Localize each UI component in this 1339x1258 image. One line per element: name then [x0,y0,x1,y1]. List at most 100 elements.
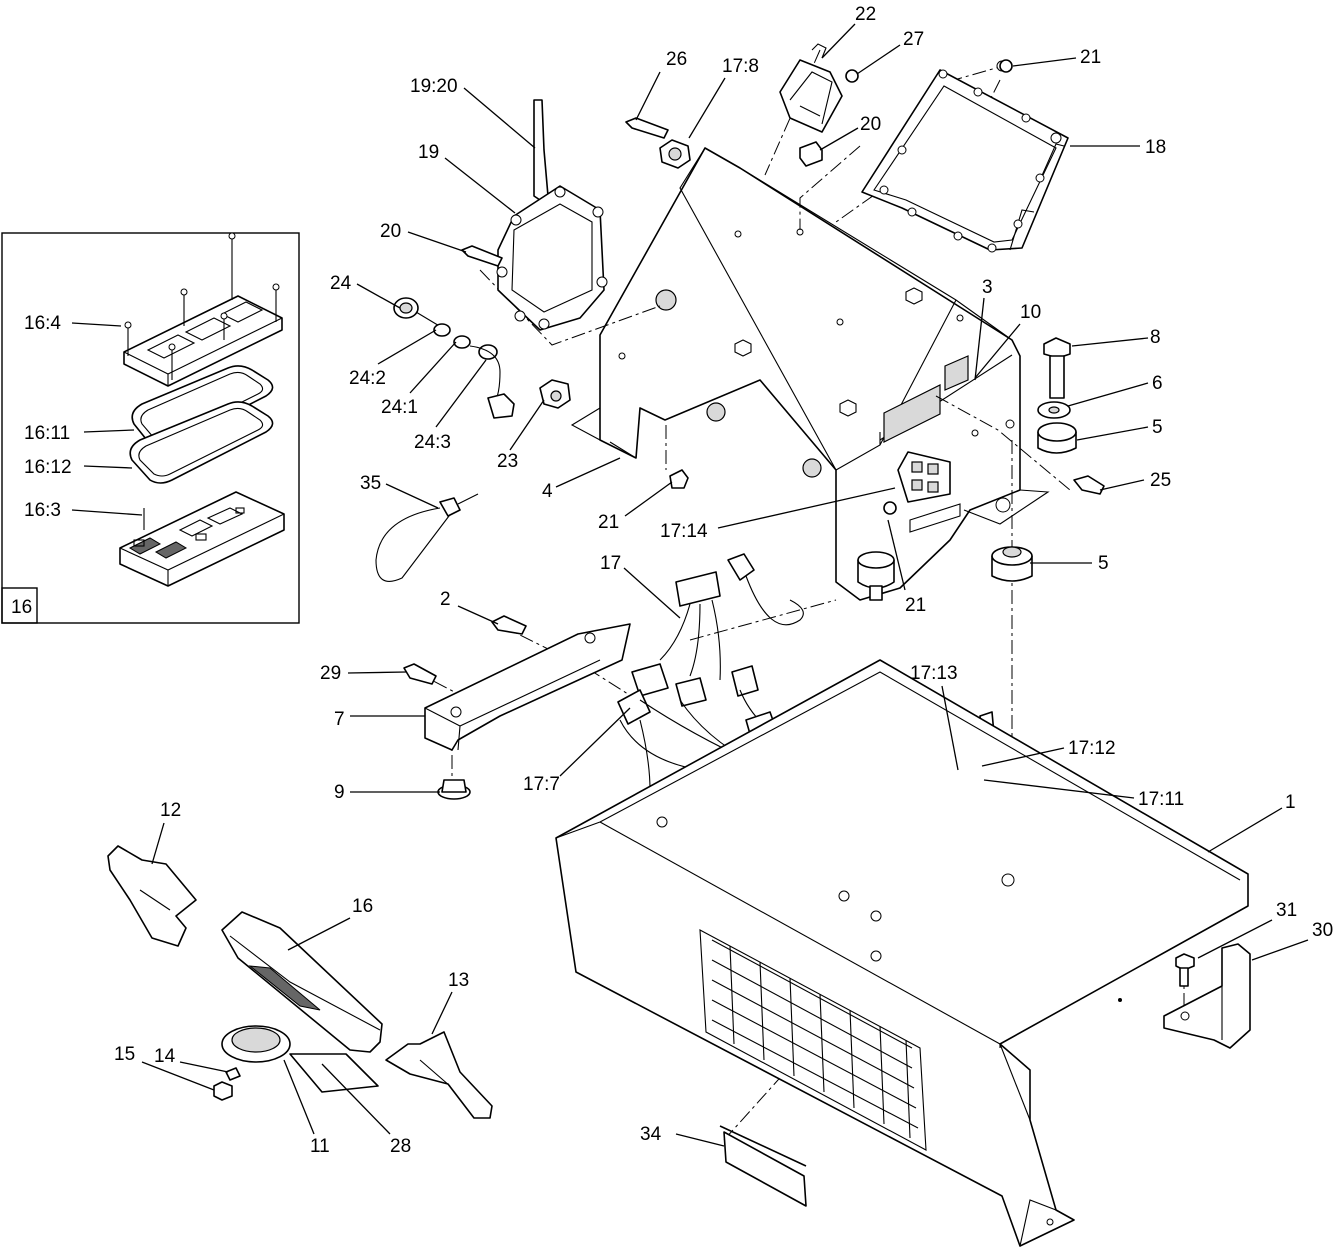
nut-21-right [883,501,897,515]
vent-grille [699,929,927,1151]
leader-line-c-15 [141,1061,215,1091]
cable-tie-35 [375,493,479,582]
leader-line-c-25 [1099,479,1145,491]
callout-label-c-24-3: 24:3 [414,432,451,453]
bolt-2 [491,615,527,635]
leader-line-c-27 [856,44,901,75]
callout-label-c-20a: 20 [860,114,881,135]
mount-disc-11 [221,1025,291,1063]
callout-label-c-29: 29 [320,663,341,684]
callout-label-c-26: 26 [666,49,687,70]
bolt-25 [1073,475,1105,495]
nut-21-top [999,59,1013,73]
leader-line-c-17-11 [983,779,1135,799]
leader-line-i-16-12 [83,465,133,469]
callout-label-c-19-20: 19:20 [410,76,458,97]
callout-label-c-12: 12 [160,800,181,821]
leader-line-c-3 [974,297,985,381]
leader-line-c-1 [1207,807,1283,853]
leader-line-c-4 [555,457,621,488]
cable-connector-24 [393,297,515,419]
leader-line-c-17-12 [981,747,1065,767]
callout-label-c-17-14: 17:14 [660,521,708,542]
leader-line-c-26 [635,71,661,121]
isolator-5-bottom [991,546,1033,582]
bracket-30 [1163,943,1251,1049]
isolator-under-bracket [857,551,895,601]
antenna-module-19 [496,99,608,331]
screw-15 [213,1081,233,1101]
callout-label-c-24-1: 24:1 [381,397,418,418]
callout-label-c-15: 15 [114,1044,135,1065]
callout-label-c-14: 14 [154,1046,176,1067]
callout-label-c-5a: 5 [1152,417,1163,438]
inset-circuit-board [119,491,285,587]
leader-line-c-34 [675,1133,725,1147]
decal-34 [723,1131,807,1207]
inset-tag-label: 16 [11,597,32,618]
enclosure-1 [555,659,1249,1247]
callout-label-c-17-11: 17:11 [1138,789,1184,810]
leader-line-c-21c [887,519,906,591]
inset-detail-16 [1,232,300,624]
leader-line-c-24-1 [409,341,457,394]
leader-line-c-16 [287,917,351,951]
bracket-7 [424,623,631,751]
leader-line-c-19-20 [463,87,536,149]
display-module-16 [221,911,383,1053]
bolt-20-left [461,245,503,267]
bolt-26 [625,117,669,139]
callout-label-c-2: 2 [440,589,451,610]
leader-line-c-14 [179,1061,229,1073]
leader-line-c-21a [1012,57,1077,67]
leader-line-c-30 [1251,939,1309,961]
leader-line-i-16-11 [83,429,135,433]
leader-line-c-17-14 [717,487,896,529]
callout-label-c-35: 35 [360,473,381,494]
callout-label-c-17-7: 17:7 [523,774,560,795]
callout-label-c-7: 7 [334,709,345,730]
leader-line-c-12 [151,822,165,865]
isolator-5-top [1037,422,1077,454]
leader-line-c-23 [509,399,545,451]
callout-label-c-21a: 21 [1080,47,1101,68]
callout-label-c-6: 6 [1152,373,1163,394]
connector-17-8 [659,139,691,169]
callout-label-c-24: 24 [330,273,352,294]
leader-line-c-11 [283,1059,315,1135]
leader-line-c-2 [457,605,499,625]
callout-label-c-30: 30 [1312,920,1333,941]
bolt-29 [403,663,437,685]
callout-label-c-8: 8 [1150,327,1161,348]
leader-line-c-13 [431,991,453,1035]
callout-label-c-34: 34 [640,1124,662,1145]
leader-line-c-5a [1076,426,1149,441]
leader-line-c-6 [1067,382,1149,407]
callout-label-c-16: 16 [352,896,373,917]
leader-line-c-21b [624,481,673,517]
bolt-31 [1175,953,1195,987]
callout-label-c-21c: 21 [905,595,926,616]
leader-line-c-22 [821,23,856,59]
leader-line-c-35 [385,483,439,509]
callout-label-c-1: 1 [1285,792,1296,813]
callout-label-c-3: 3 [982,277,993,298]
callout-label-c-17-13: 17:13 [910,663,958,684]
leader-line-c-17-7 [559,707,631,777]
callout-label-c-20b: 20 [380,221,401,242]
leader-line-i-16-4 [71,322,122,327]
leader-line-c-17-8 [688,77,726,139]
bolt-8 [1043,337,1071,399]
callout-label-c-4: 4 [542,481,553,502]
callout-label-c-17-8: 17:8 [722,56,759,77]
callout-label-i-16-4: 16:4 [24,313,61,334]
callout-label-c-17: 17 [600,553,621,574]
callout-label-c-24-2: 24:2 [349,368,386,389]
callout-label-c-10: 10 [1020,302,1041,323]
leader-line-c-24 [356,283,401,309]
leader-line-c-17-13 [941,685,959,771]
callout-label-c-28: 28 [390,1136,411,1157]
leader-line-c-24-2 [377,329,437,365]
